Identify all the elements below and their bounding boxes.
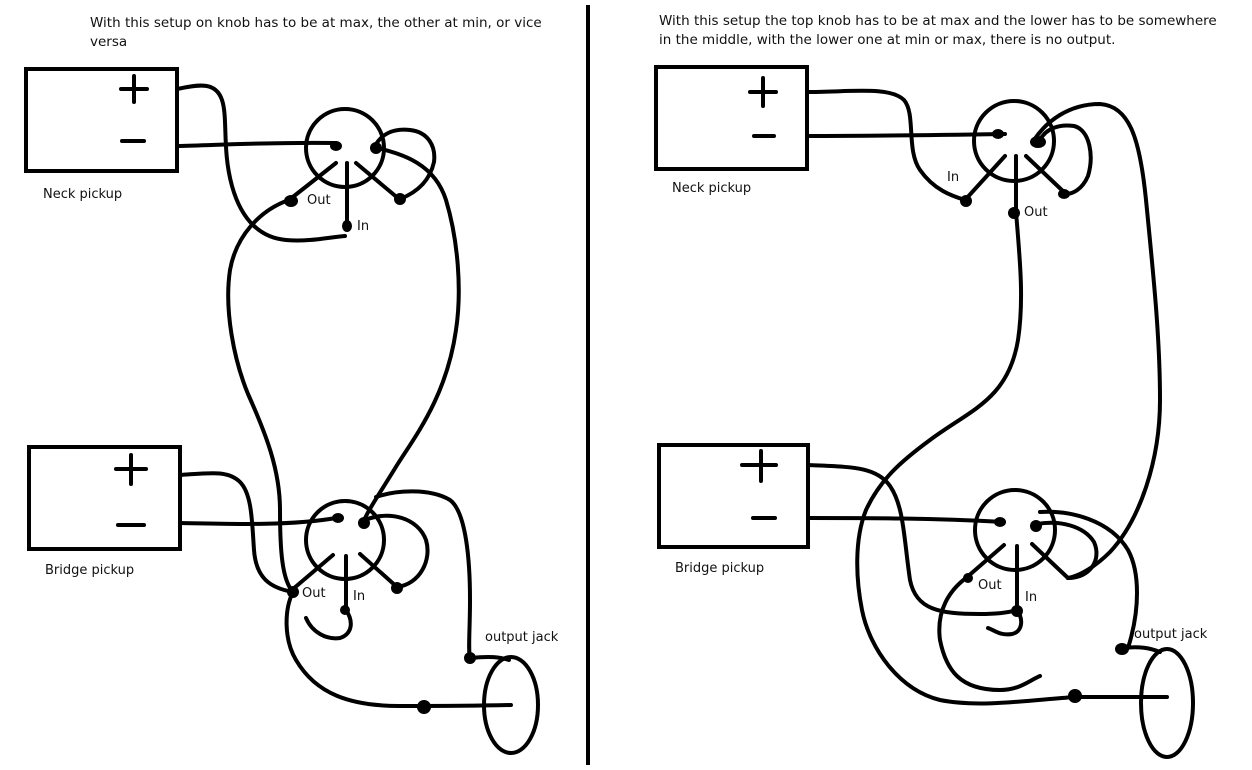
left-top-pot-out-label: Out	[307, 193, 331, 208]
left-bridge-pickup-box	[27, 445, 182, 551]
right-output-jack	[1139, 647, 1195, 759]
left-output-jack-label: output jack	[485, 630, 559, 645]
left-top-pot-in-label: In	[357, 219, 370, 234]
right-caption: With this setup the top knob has to be a…	[659, 13, 1222, 48]
left-bridge-plus-icon	[114, 453, 148, 486]
right-top-pot-in-label: In	[947, 170, 960, 185]
left-wires	[175, 83, 513, 708]
left-neck-plus-icon	[119, 74, 149, 104]
right-neck-pickup-box	[654, 65, 809, 171]
right-bottom-pot-in-label: In	[1025, 590, 1038, 605]
right-bridge-pickup-box	[657, 443, 810, 549]
right-neck-pickup-label: Neck pickup	[672, 181, 752, 196]
left-caption: With this setup on knob has to be at max…	[90, 15, 546, 50]
right-bottom-pot-out-label: Out	[978, 578, 1002, 593]
left-bottom-pot-in-label: In	[353, 589, 366, 604]
right-bridge-pickup-label: Bridge pickup	[675, 561, 765, 576]
right-output-jack-label: output jack	[1134, 627, 1208, 642]
left-bottom-pot-out-label: Out	[302, 586, 326, 601]
left-panel	[24, 67, 540, 755]
left-bridge-pickup-label: Bridge pickup	[45, 563, 135, 578]
left-top-pot	[287, 107, 401, 227]
right-top-pot	[963, 99, 1068, 214]
right-neck-plus-icon	[748, 76, 778, 108]
right-solder-points	[960, 129, 1129, 703]
right-bridge-plus-icon	[740, 449, 778, 483]
right-bottom-pot	[964, 488, 1070, 612]
left-solder-points	[284, 141, 476, 714]
right-top-pot-out-label: Out	[1024, 205, 1048, 220]
left-bottom-pot	[291, 499, 399, 612]
right-panel	[654, 65, 1195, 759]
left-neck-pickup-box	[24, 67, 179, 173]
left-neck-pickup-label: Neck pickup	[43, 187, 123, 202]
right-wires	[805, 88, 1169, 706]
